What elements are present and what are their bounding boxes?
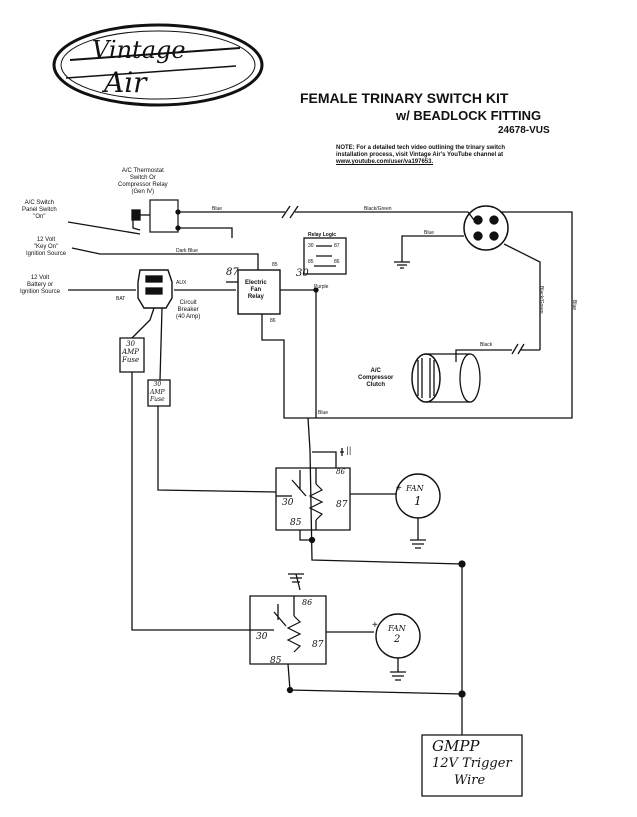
fan2-plus-mark: +: [372, 620, 378, 631]
key-on-label: 12 Volt "Key On" Ignition Source: [26, 237, 67, 257]
pin-86-label: 86: [270, 318, 276, 324]
relay2-pin-85: 85: [270, 656, 282, 666]
fuse-1-label: 30 AMP Fuse: [122, 340, 140, 364]
fan2-number: 2: [394, 634, 401, 645]
relay-logic-row-85: 85: [308, 259, 314, 265]
wire-fuse1-down: [131, 372, 252, 631]
wire-panel-switch: [67, 221, 141, 235]
ground-icon-fan1: [410, 539, 426, 549]
note-line-2: installation process, visit Vintage Air'…: [336, 152, 504, 158]
wire-to-fuse2: [159, 307, 163, 381]
junction-dot: [286, 686, 294, 694]
wire-dark-blue: [71, 247, 259, 262]
relay-logic-title: Relay Logic: [308, 232, 337, 238]
fuse-1: [119, 337, 145, 373]
wire-black: [455, 343, 540, 362]
relay1-pin-30: 30: [282, 498, 294, 508]
circuit-breaker-label: Circuit Breaker (40 Amp): [176, 300, 201, 320]
circuit-breaker: [137, 269, 173, 309]
wire-black-green-right: [503, 243, 541, 350]
fan1-label: FAN: [406, 484, 424, 493]
pin-87-handwritten: 87: [226, 267, 239, 278]
wire-to-fuse1: [131, 307, 155, 339]
trinary-switch: [463, 205, 509, 251]
battery-label: 12 Volt Battery or Ignition Source: [20, 275, 61, 295]
title-line-1: FEMALE TRINARY SWITCH KIT: [300, 90, 509, 106]
fan1-number: 1: [414, 494, 422, 508]
fuse-2: [147, 379, 171, 407]
junction-dot: [458, 690, 466, 698]
pin-85-label: 85: [272, 262, 278, 268]
part-number: 24678-VUS: [498, 125, 550, 136]
relay-logic-box: [303, 237, 347, 275]
compressor-clutch: [411, 353, 481, 403]
relay1-pin-86: 86: [336, 468, 345, 476]
wire-blue-right: [316, 211, 573, 419]
pin-30-handwritten: 30: [296, 268, 309, 279]
junction-dot: [308, 536, 316, 544]
compressor-label: A/C Compressor Clutch: [358, 368, 394, 388]
junction-dot: [313, 287, 319, 293]
panel-switch-label: A/C Switch Panel Switch "On": [22, 200, 57, 220]
ground-icon-fan2: [390, 671, 406, 681]
wire-break-mark: [281, 205, 299, 219]
ground-icon: [394, 261, 410, 269]
fuse-2-label: 30 AMP Fuse: [150, 381, 165, 403]
junction-dot: [458, 560, 466, 568]
title-line-2: w/ BEADLOCK FITTING: [396, 108, 542, 123]
wire-purple: [280, 289, 317, 418]
note-line-3: www.youtube.com/user/va197653.: [336, 159, 434, 165]
wire-blue-ground: [401, 235, 464, 262]
electric-fan-relay: [237, 269, 281, 315]
note-line-1: NOTE: For a detailed tech video outlinin…: [336, 145, 506, 151]
fan2-label: FAN: [388, 624, 406, 633]
wire-label-blue-bottom: Blue: [318, 410, 329, 416]
wire-relay1-86: [312, 451, 337, 468]
vintage-air-logo: Vintage Air: [52, 23, 264, 107]
wire-relay-86: [261, 314, 316, 419]
ground-icon-relay2: [288, 573, 304, 583]
aux-label: AUX: [176, 280, 187, 286]
logo-text-vintage: Vintage: [92, 36, 186, 64]
wire-label-blue-vertical: Blue: [571, 300, 577, 311]
relay1-pin-87: 87: [336, 500, 348, 510]
wire-label-blue-left: Blue: [424, 230, 435, 236]
gmpp-box: [421, 734, 523, 797]
bat-label: BAT: [116, 296, 126, 302]
logo-text-air: Air: [101, 66, 148, 99]
wire-label-black: Black: [480, 342, 493, 348]
fan-relay-label: Electric Fan Relay: [245, 280, 267, 300]
relay2-pin-30: 30: [256, 632, 268, 642]
fan1-plus-mark: +: [396, 483, 402, 494]
relay-logic-row-86: 86: [334, 259, 340, 265]
ground-mark-relay1: [340, 448, 344, 456]
wire-label-purple: Purple: [314, 284, 329, 290]
wire-relay1-85: [299, 530, 312, 541]
wire-fuse2-down: [157, 406, 277, 493]
wire-label-black-green: Black/Green: [364, 206, 392, 212]
wire-label-black-green-vertical: Black/Green: [538, 286, 544, 314]
wire-label-blue: Blue: [212, 206, 223, 212]
relay-logic-row-30: 30: [308, 243, 314, 249]
thermostat-label: A/C Thermostat Switch Or Compressor Rela…: [118, 168, 168, 195]
wire-relay2-85: [287, 663, 463, 695]
relay1-ground-mark: ||: [346, 446, 352, 455]
thermostat-switch: [131, 199, 181, 233]
gmpp-label: GMPP 12V Trigger Wire: [432, 737, 512, 789]
wire-trunk-right: [307, 417, 463, 735]
relay2-pin-86: 86: [302, 598, 313, 607]
wire-label-dark-blue: Dark Blue: [176, 248, 198, 254]
relay-logic-row-87: 87: [334, 243, 340, 249]
wire-black-green-top: [295, 211, 475, 221]
wire-thermo-down: [178, 227, 233, 238]
relay1-pin-85: 85: [290, 518, 302, 528]
relay-2: [249, 595, 327, 665]
relay-1: [275, 467, 351, 531]
relay2-pin-87: 87: [312, 640, 324, 650]
